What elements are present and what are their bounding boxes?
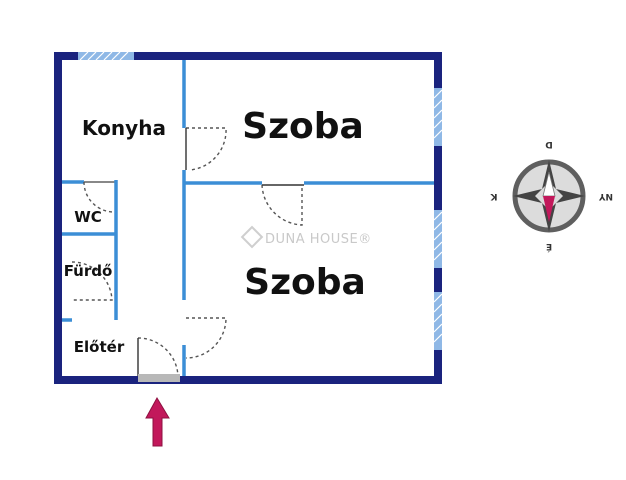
compass-east: NY xyxy=(598,191,613,201)
inner-walls xyxy=(62,60,434,376)
window-right-top xyxy=(434,88,442,146)
compass: D É NY K xyxy=(489,139,613,253)
entrance-threshold xyxy=(138,374,180,382)
door-entrance xyxy=(137,337,179,377)
door-room-bottom xyxy=(185,317,227,359)
window-top xyxy=(78,52,134,60)
compass-south: É xyxy=(546,241,552,253)
label-room-bottom: Szoba xyxy=(244,262,366,303)
door-kitchen-room xyxy=(186,127,227,171)
watermark-text: DUNA HOUSE® xyxy=(265,232,372,247)
compass-west: K xyxy=(489,191,497,201)
windows xyxy=(78,51,443,350)
label-kitchen: Konyha xyxy=(82,116,166,140)
doors xyxy=(71,127,304,377)
window-right-middle xyxy=(434,210,442,268)
watermark-logo-icon xyxy=(240,225,264,249)
label-wc: WC xyxy=(74,208,102,226)
label-bathroom: Fürdő xyxy=(64,262,113,280)
window-hatching xyxy=(79,51,443,343)
door-bathroom xyxy=(71,261,113,301)
compass-point-right xyxy=(556,189,585,203)
door-wc xyxy=(83,181,115,213)
compass-needle-red xyxy=(543,196,555,222)
compass-point-left xyxy=(513,189,542,203)
label-hallway: Előtér xyxy=(74,338,125,356)
watermark: DUNA HOUSE® xyxy=(240,225,372,249)
compass-north: D xyxy=(545,139,552,149)
window-right-bottom xyxy=(434,292,442,350)
entrance-arrow-icon xyxy=(145,396,170,447)
label-room-top: Szoba xyxy=(242,106,364,147)
door-between-rooms xyxy=(261,184,303,226)
